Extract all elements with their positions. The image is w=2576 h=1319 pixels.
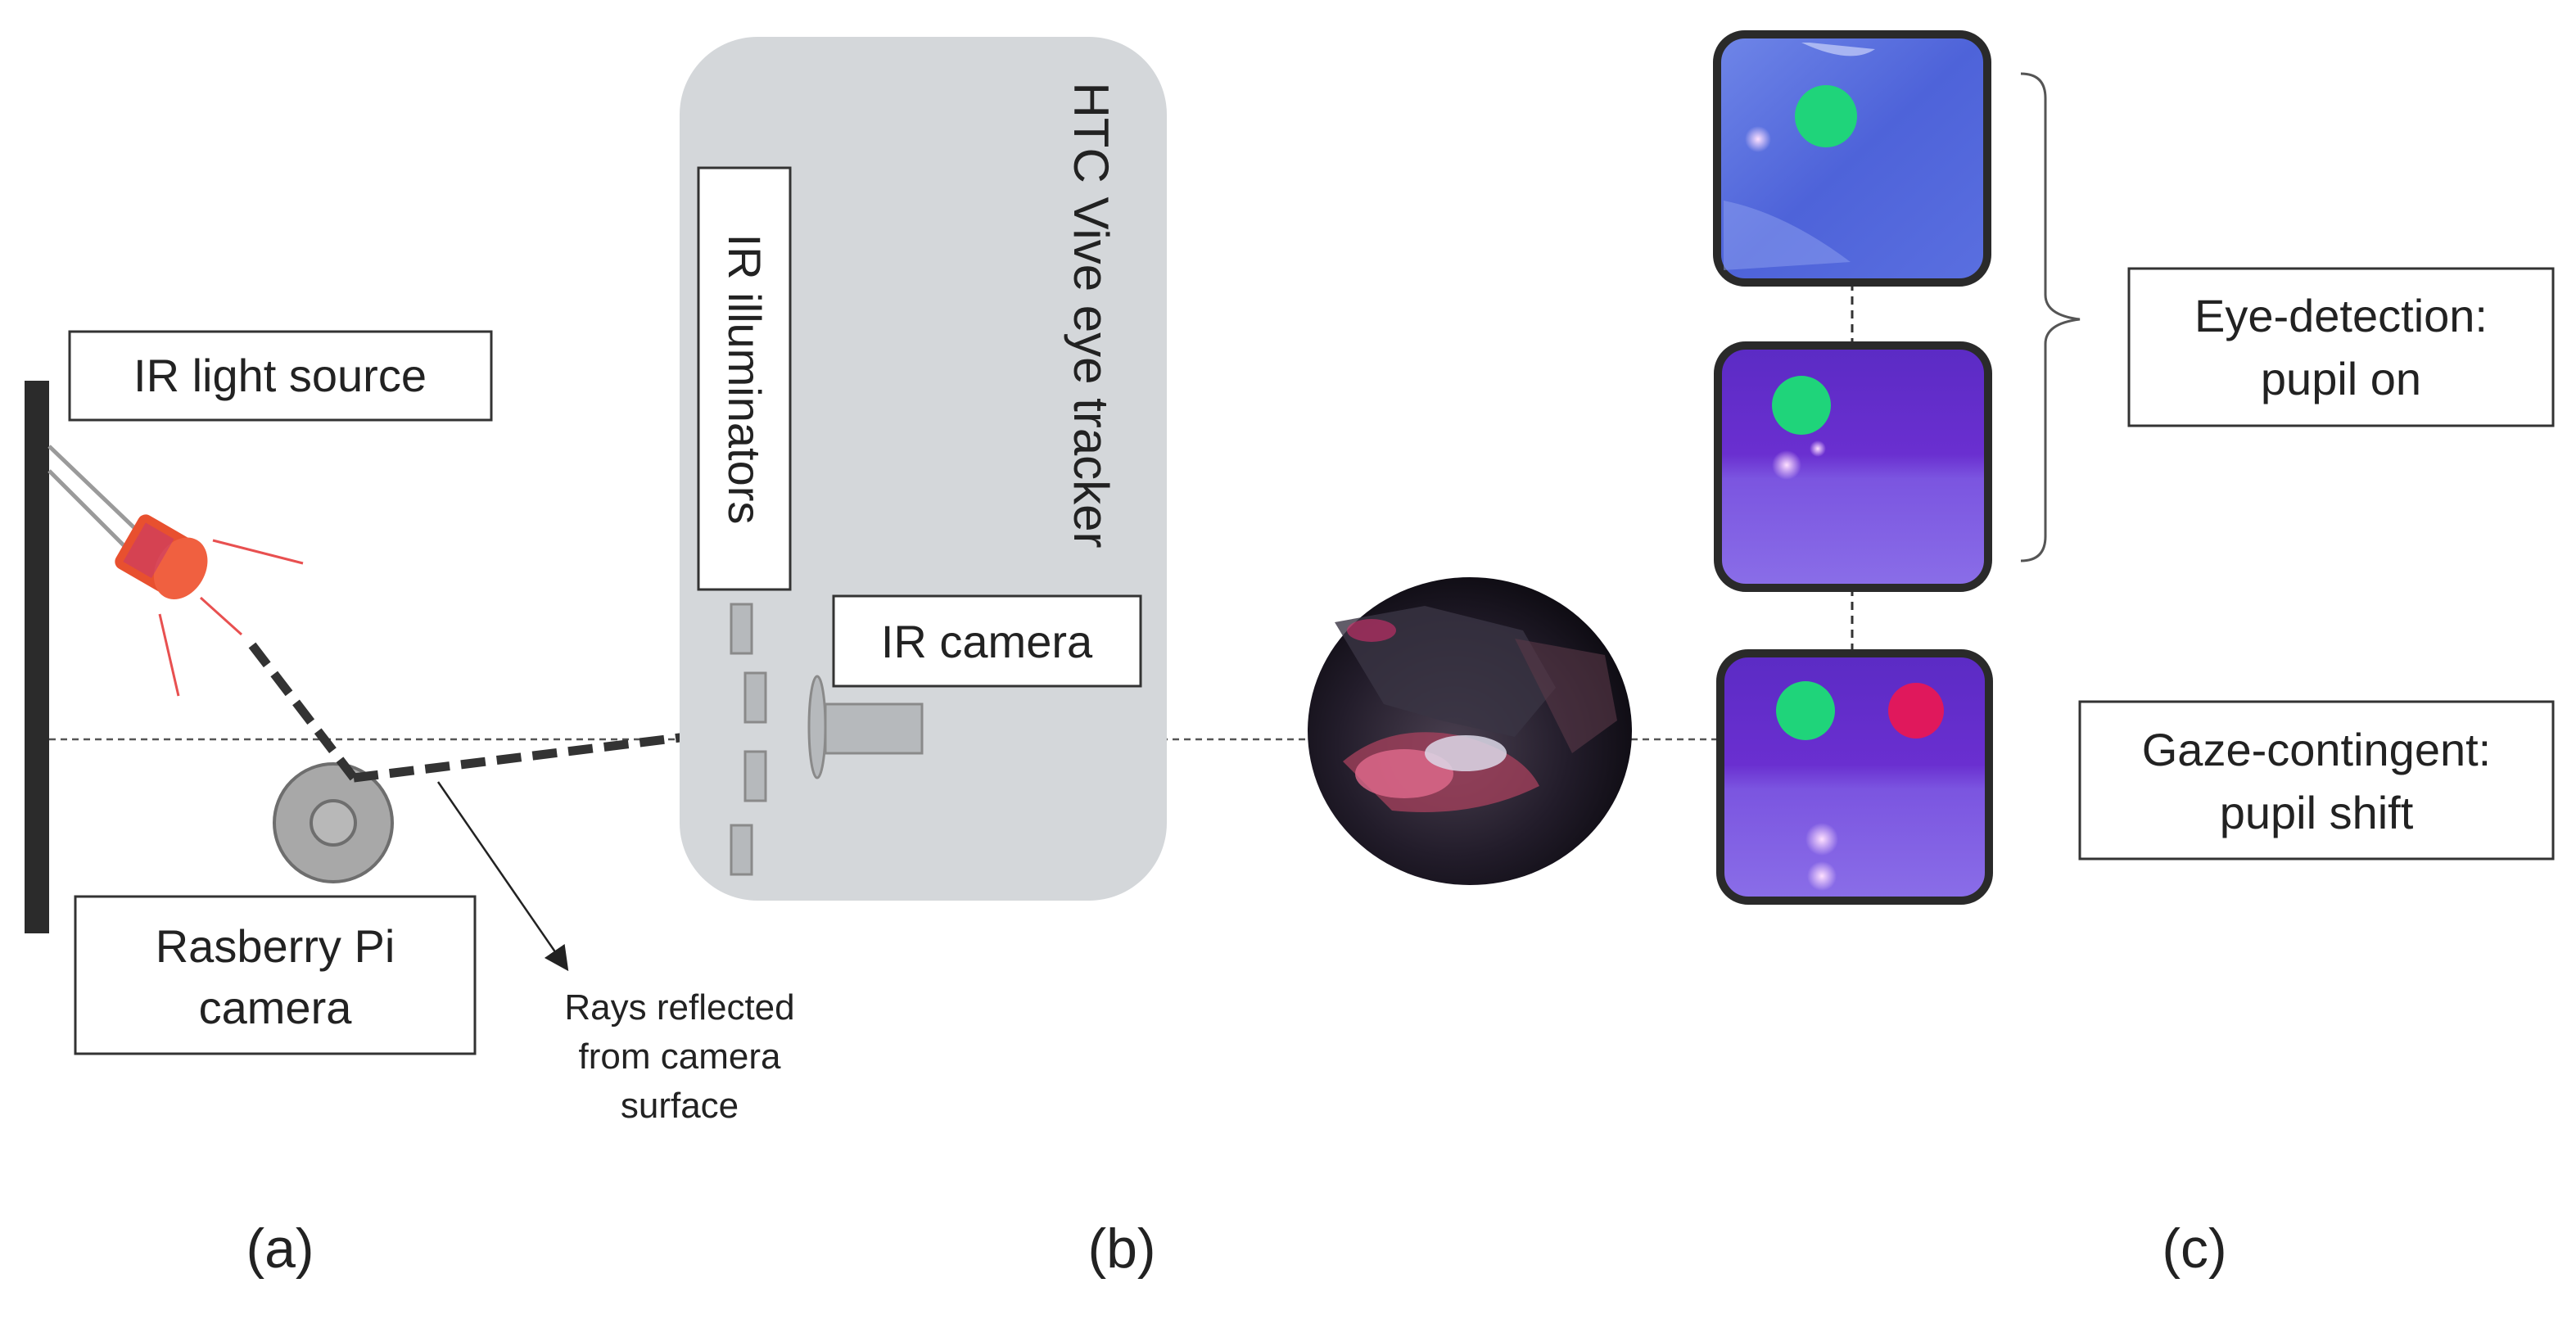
raspberry-pi-label-line2: camera (199, 982, 353, 1033)
eye-detection-label-line2: pupil on (2261, 353, 2421, 404)
htc-tracker-label: HTC Vive eye tracker (1064, 82, 1119, 548)
eye-detection-label-line1: Eye-detection: (2194, 290, 2488, 341)
raspberry-pi-label-line1: Rasberry Pi (156, 920, 395, 972)
ir-light-source-box (68, 330, 493, 422)
pupil-green-1 (1795, 85, 1857, 147)
eye-screen-3 (1716, 649, 1993, 905)
ir-illuminator-led (743, 671, 767, 724)
ir-illuminator-led (743, 750, 767, 802)
grouping-brace (2020, 72, 2081, 562)
panel-label-c: (c) (2162, 1217, 2226, 1280)
gaze-contingent-box (2078, 700, 2555, 861)
pupil-green-3 (1776, 681, 1835, 740)
rays-annotation-arrow (436, 781, 569, 972)
pupil-green-2 (1772, 376, 1831, 435)
rays-label-line1: Rays reflected (564, 987, 794, 1028)
led-ray (212, 539, 304, 565)
eye-screen-2 (1714, 341, 1992, 592)
eye-detection-box (2127, 267, 2555, 427)
gaze-contingent-label-line2: pupil shift (2220, 787, 2414, 838)
panel-label-a: (a) (246, 1217, 314, 1280)
ir-illuminators-label: IR illuminators (719, 234, 771, 525)
led-ray (199, 596, 243, 636)
eye-photo (1308, 577, 1632, 885)
panel-label-b: (b) (1087, 1217, 1155, 1280)
ir-led-icon (115, 514, 208, 599)
eye-screen-1 (1713, 30, 1991, 287)
ir-camera-icon (807, 675, 924, 779)
ir-illuminator-led (730, 603, 753, 655)
wall-bar (25, 381, 49, 933)
ir-camera-label: IR camera (881, 616, 1093, 667)
led-lead (47, 469, 137, 558)
ir-light-source-label: IR light source (133, 350, 427, 401)
incident-ray (248, 642, 358, 781)
gaze-contingent-label-line1: Gaze-contingent: (2142, 724, 2491, 775)
pupil-red-shifted (1888, 683, 1944, 739)
rays-label-line3: surface (621, 1086, 739, 1126)
ir-illuminators-box (697, 166, 792, 591)
led-ray (158, 613, 180, 697)
raspberry-pi-box (74, 895, 477, 1055)
ir-camera-box (832, 594, 1142, 688)
led-lead (47, 445, 149, 542)
rays-label-line2: from camera (579, 1037, 781, 1077)
ir-illuminator-led (730, 824, 753, 876)
